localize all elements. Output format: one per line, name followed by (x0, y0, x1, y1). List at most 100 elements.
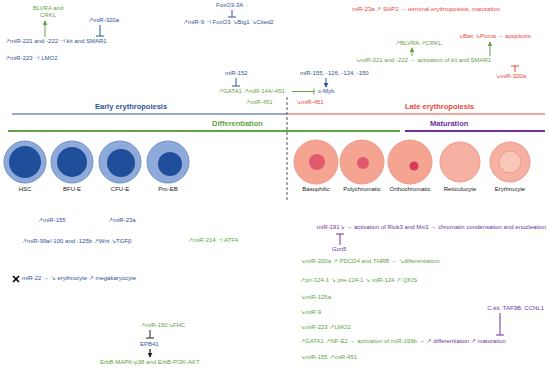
cell-nucleus (107, 149, 135, 177)
phase-bar (8, 130, 400, 132)
stage-heading: Early erythropoiesis (95, 102, 167, 111)
stage-heading: Differentiation (212, 119, 263, 128)
cell-node: CFU-E (90, 138, 150, 193)
inhibit-line (292, 91, 314, 92)
annotation-text: ↗miR-223 ⊣ LMO2 (5, 55, 58, 62)
phase-rule (12, 114, 287, 115)
cell-node: Basophilic (286, 138, 346, 193)
cell-body (51, 141, 93, 183)
annotation-text: ↘miR-451 (296, 99, 324, 106)
cell-label: CFU-E (90, 138, 150, 193)
cell-body (340, 140, 384, 184)
cell-nucleus (357, 157, 369, 169)
annotation-text: ↗miR-214 ⊣ ATF4 (188, 237, 238, 244)
annotation-text: ErbB-MAPK-p38 and ErbB-PI3K-AKT (100, 359, 200, 366)
annotation-text: miR-191↘ → activation of Riok3 and Mxi1 … (317, 224, 546, 231)
cell-figure (332, 138, 392, 186)
cell-nucleus (309, 154, 325, 170)
cell-figure (42, 138, 102, 186)
cell-body (147, 141, 189, 183)
annotation-text: ↘miR-125a (300, 294, 331, 301)
annotation-text: c-Myb (318, 88, 334, 95)
annotation-text: C-kit, TAF9B, CCNL1 (487, 305, 544, 312)
cell-nucleus (158, 152, 182, 176)
arrow-line (326, 78, 327, 87)
annotation-text: FoxO3-3A (216, 2, 243, 9)
inhibit-line (515, 66, 516, 72)
inhibit-bar (314, 89, 315, 95)
annotation-text: ↗GATA1 ↗NF-E2 → activation of miR-199b (300, 338, 417, 345)
inhibit-bar (232, 86, 240, 87)
inhibit-line (100, 25, 101, 36)
inhibit-line (236, 78, 237, 86)
inhibit-bar (146, 338, 154, 339)
inhibit-bar (96, 36, 104, 37)
cell-label: Pro-EB (138, 138, 198, 193)
annotation-text: ↗miR-320a (88, 17, 119, 24)
cell-nucleus (9, 146, 41, 178)
stage-heading: Maturation (430, 119, 468, 128)
cell-label: Basophilic (286, 138, 346, 193)
annotation-text: Gcn5 (332, 246, 346, 253)
annotation-text: ↗BLVRA ↗CRKL (395, 40, 442, 47)
annotation-text: → ↗ differentiation ↗ maturation (419, 338, 506, 345)
cell-node: Pro-EB (138, 138, 198, 193)
annotation-text: ↗miR-99a/-100 and -125b ↗Wnt ↘TGFβ (22, 238, 132, 245)
annotation-text: ↘miR-223 ↗LMO2 (300, 324, 351, 331)
annotation-text: ↗miR-221 and -222 ⊣ kit and SMAR1 (5, 38, 107, 45)
annotation-text: ↘miR-320a (495, 73, 526, 80)
annotation-text: miR-22 → ↘ erythrocyte ↗ megakaryocyte (22, 275, 136, 282)
annotation-text: ↘miR-155 ↗miR-451 (300, 354, 357, 361)
cell-figure (430, 138, 490, 186)
annotation-text: ↘miR-221 and -222 → activation of kit an… (355, 57, 491, 64)
annotation-text: miR-23a ↗ SHP2 → terminal erythropoiesis… (352, 6, 500, 13)
cell-pallor (499, 151, 521, 173)
cell-figure (0, 138, 55, 186)
cell-node: Reticulocyte (430, 138, 490, 193)
cell-node: Erythrocyte (480, 138, 540, 193)
arrow-line (412, 48, 413, 56)
arrow-line (149, 349, 150, 357)
cell-label: BFU-E (42, 138, 102, 193)
inhibit-bar (228, 17, 236, 18)
cell-label: Reticulocyte (430, 138, 490, 193)
cell-body (294, 140, 338, 184)
annotation-text: ↘miR-9 (300, 309, 321, 316)
annotation-text: EPB41 (140, 341, 159, 348)
inhibit-line (340, 234, 341, 245)
cell-figure (138, 138, 198, 186)
cell-node: HSC (0, 138, 55, 193)
annotation-text: ↗miR-23a (108, 217, 136, 224)
cell-nucleus (57, 147, 87, 177)
stage-heading: Late erythropoiesis (405, 102, 474, 111)
annotation-text: ↘Bax ↘Puma → apoptosis (458, 33, 531, 40)
annotation-text: miR-155, -126, -124, -150 (300, 70, 369, 77)
annotation-text: BLVRA and CRKL (30, 5, 66, 19)
inhibit-bar (496, 335, 504, 336)
cell-node: Polychromatic (332, 138, 392, 193)
annotation-text: ↗miR-451 (245, 99, 273, 106)
cell-figure (90, 138, 150, 186)
arrow-line (490, 42, 491, 56)
cell-label: HSC (0, 138, 55, 193)
inhibit-line (500, 313, 501, 335)
annotation-text: miR-152 (225, 70, 248, 77)
arrow-line (45, 21, 46, 37)
cell-figure (286, 138, 346, 186)
stage-divider (287, 97, 288, 200)
cell-node: BFU-E (42, 138, 102, 193)
cell-nucleus (410, 162, 419, 171)
cell-body (388, 140, 432, 184)
cell-node: Orthochromatic (380, 138, 440, 193)
annotation-text: ↗miR-150↘FHC (140, 322, 185, 329)
cell-label: Polychromatic (332, 138, 392, 193)
cell-label: Orthochromatic (380, 138, 440, 193)
phase-rule (287, 114, 545, 115)
inhibit-bar (511, 66, 519, 67)
annotation-text: ↗GATA1 ↗miR-144/-451 (218, 88, 285, 95)
cell-body (440, 142, 480, 182)
annotation-text: ↗pri-124-1 ↘ pre-124-1 ↘ miR-124 ↗ QKIS (300, 277, 417, 284)
inhibit-line (150, 330, 151, 338)
